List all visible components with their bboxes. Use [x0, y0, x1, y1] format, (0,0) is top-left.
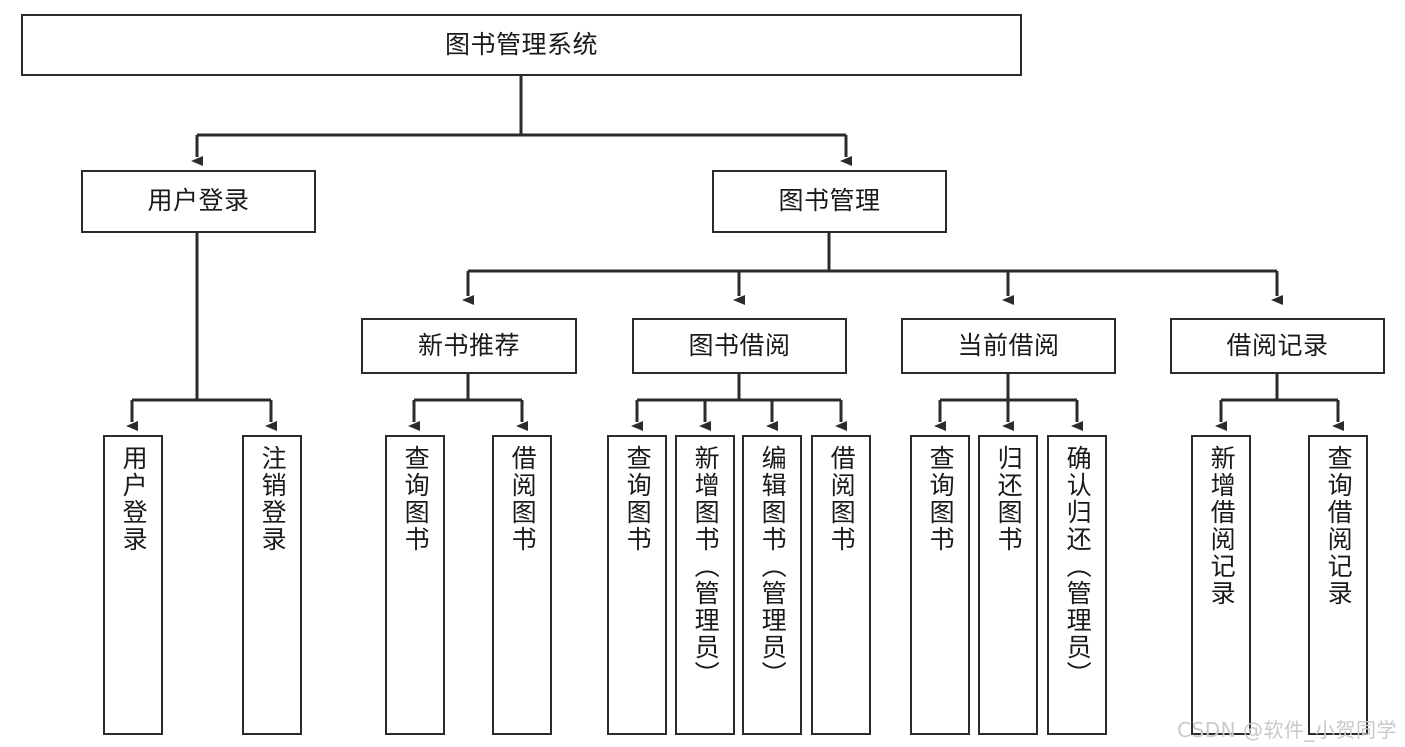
node-leaf-add-record[interactable]: 新增借阅记录	[1191, 435, 1251, 735]
node-leaf-query-book-1[interactable]: 查询图书	[385, 435, 445, 735]
node-leaf-add-book[interactable]: 新增图书（管理员）	[675, 435, 735, 735]
node-leaf-query-book-2-label: 查询图书	[623, 445, 653, 553]
node-leaf-logout-login-label: 注销登录	[258, 445, 288, 553]
node-root[interactable]: 图书管理系统	[21, 14, 1022, 76]
node-leaf-query-book-3[interactable]: 查询图书	[910, 435, 970, 735]
csdn-watermark: CSDN @软件_小贺同学	[1177, 718, 1397, 742]
node-leaf-confirm-return[interactable]: 确认归还（管理员）	[1047, 435, 1107, 735]
node-leaf-borrow-book-2-label: 借阅图书	[827, 445, 857, 553]
node-borrow-record-label: 借阅记录	[1226, 330, 1329, 360]
node-leaf-query-record[interactable]: 查询借阅记录	[1308, 435, 1368, 735]
node-current-borrow[interactable]: 当前借阅	[901, 318, 1116, 374]
node-current-borrow-label: 当前借阅	[957, 330, 1060, 360]
node-leaf-edit-book-label: 编辑图书（管理员）	[758, 445, 788, 688]
node-leaf-user-login[interactable]: 用户登录	[103, 435, 163, 735]
node-leaf-edit-book[interactable]: 编辑图书（管理员）	[742, 435, 802, 735]
node-leaf-add-book-label: 新增图书（管理员）	[691, 445, 721, 688]
node-leaf-query-book-3-label: 查询图书	[926, 445, 956, 553]
node-leaf-add-record-label: 新增借阅记录	[1207, 445, 1237, 607]
node-user-login-label: 用户登录	[147, 186, 250, 216]
node-leaf-query-record-label: 查询借阅记录	[1324, 445, 1354, 607]
node-leaf-borrow-book-1-label: 借阅图书	[508, 445, 538, 553]
node-book-manage[interactable]: 图书管理	[712, 170, 947, 233]
node-new-book-recommend[interactable]: 新书推荐	[361, 318, 577, 374]
node-new-book-recommend-label: 新书推荐	[417, 330, 520, 360]
node-leaf-return-book[interactable]: 归还图书	[978, 435, 1038, 735]
node-book-borrow-label: 图书借阅	[688, 330, 791, 360]
node-leaf-borrow-book-2[interactable]: 借阅图书	[811, 435, 871, 735]
node-root-label: 图书管理系统	[444, 29, 598, 59]
node-book-borrow[interactable]: 图书借阅	[632, 318, 847, 374]
node-leaf-return-book-label: 归还图书	[994, 445, 1024, 553]
node-leaf-query-book-2[interactable]: 查询图书	[607, 435, 667, 735]
node-leaf-borrow-book-1[interactable]: 借阅图书	[492, 435, 552, 735]
node-borrow-record[interactable]: 借阅记录	[1170, 318, 1385, 374]
node-leaf-confirm-return-label: 确认归还（管理员）	[1063, 445, 1093, 688]
node-leaf-logout-login[interactable]: 注销登录	[242, 435, 302, 735]
node-leaf-user-login-label: 用户登录	[119, 445, 149, 553]
node-book-manage-label: 图书管理	[778, 186, 881, 216]
node-user-login[interactable]: 用户登录	[81, 170, 316, 233]
node-leaf-query-book-1-label: 查询图书	[401, 445, 431, 553]
